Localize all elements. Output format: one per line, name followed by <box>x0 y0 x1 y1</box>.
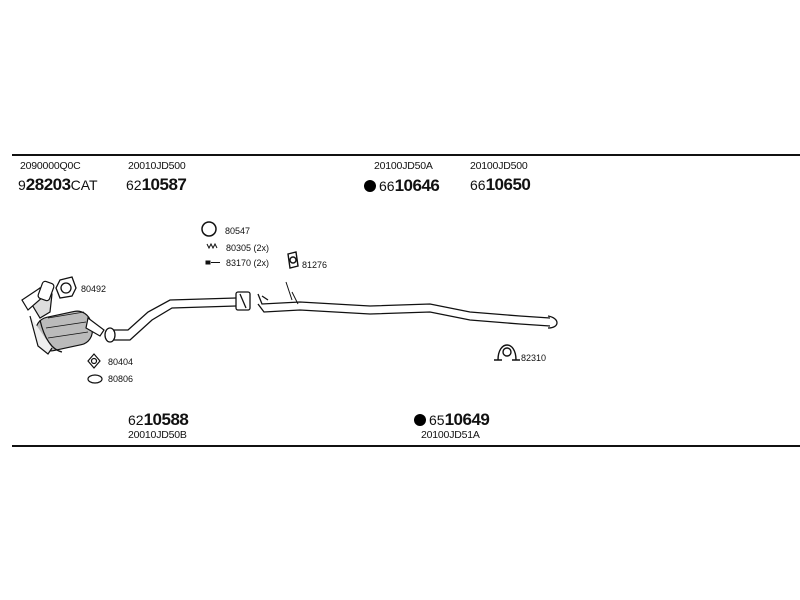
accessory-code: 81276 <box>302 260 328 270</box>
oem-number: 20010JD50B <box>128 429 187 441</box>
part-prefix: 66 <box>379 178 395 194</box>
marker-dot-icon <box>364 180 376 192</box>
flange-gasket-icon <box>55 276 77 299</box>
part-prefix: 9 <box>18 177 26 193</box>
accessory-code: 80492 <box>81 284 107 294</box>
gasket-icon <box>87 353 101 369</box>
oem-number: 20100JD51A <box>421 429 480 441</box>
spring-icon <box>206 242 218 250</box>
accessory-code: 82310 <box>521 353 547 363</box>
part-number[interactable]: 6510649 <box>414 410 490 429</box>
oem-number: 2090000Q0C <box>20 160 81 172</box>
part-prefix: 65 <box>429 412 445 428</box>
part-main: 10649 <box>444 410 490 429</box>
top-divider <box>12 154 800 156</box>
part-number[interactable]: 6210588 <box>128 410 189 429</box>
part-main: 10587 <box>141 175 187 194</box>
ring-gasket-icon <box>201 221 217 237</box>
clamp-icon <box>494 344 520 361</box>
marker-dot-icon <box>414 414 426 426</box>
front-pipe-icon[interactable] <box>104 291 251 343</box>
part-main: 10588 <box>143 410 189 429</box>
accessory-code: 80806 <box>108 374 134 384</box>
part-main: 28203 <box>25 175 71 194</box>
accessory-code: 80547 <box>225 226 251 236</box>
part-number[interactable]: 6610650 <box>470 175 531 194</box>
catalytic-converter-icon[interactable] <box>21 280 105 355</box>
bottom-divider <box>12 445 800 447</box>
oem-number: 20010JD500 <box>128 160 186 172</box>
part-prefix: 62 <box>128 412 144 428</box>
oem-number: 20100JD500 <box>470 160 528 172</box>
part-prefix: 62 <box>126 177 142 193</box>
part-number[interactable]: 928203CAT <box>18 176 98 194</box>
accessory-code: 80404 <box>108 357 134 367</box>
accessory-code: 83170 (2x) <box>226 258 270 268</box>
part-prefix: 66 <box>470 177 486 193</box>
rubber-hanger-icon <box>287 251 299 269</box>
part-main: 10650 <box>485 175 531 194</box>
bolt-icon <box>205 260 220 265</box>
oem-number: 20100JD50A <box>374 160 433 172</box>
part-suffix: CAT <box>70 177 98 193</box>
part-main: 10646 <box>394 176 440 195</box>
part-number[interactable]: 6610646 <box>364 176 440 195</box>
rear-pipe-icon[interactable] <box>257 281 558 329</box>
seal-ring-icon <box>87 374 103 384</box>
accessory-code: 80305 (2x) <box>226 243 270 253</box>
part-number[interactable]: 6210587 <box>126 175 187 194</box>
